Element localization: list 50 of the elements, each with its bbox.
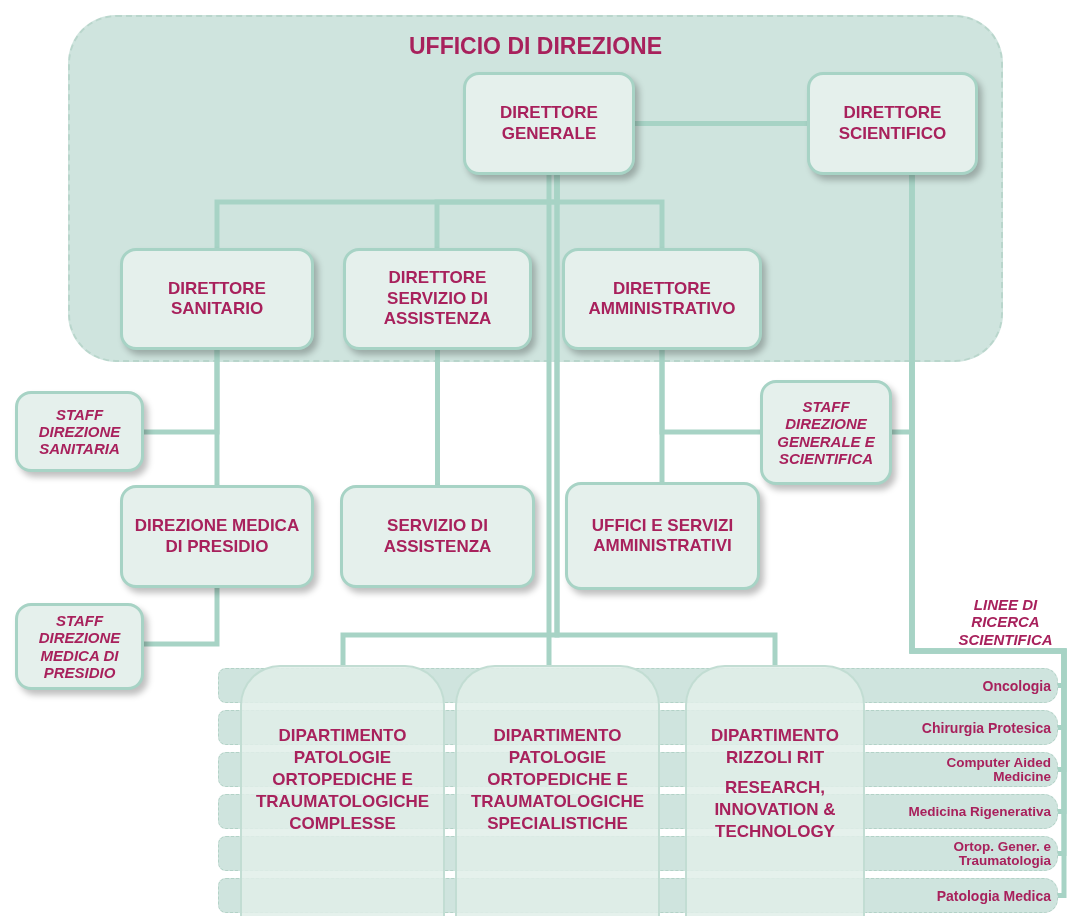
band-label: Chirurgia Protesica xyxy=(921,720,1051,735)
band-label: Computer Aided Medicine xyxy=(945,756,1051,783)
node-label: STAFF DIREZIONE SANITARIA xyxy=(37,405,122,458)
node-label: DIRETTORE SANITARIO xyxy=(167,278,267,320)
node-label: RESEARCH, INNOVATION & TECHNOLOGY xyxy=(713,777,837,844)
staff-box xyxy=(15,391,144,472)
research-line-band xyxy=(866,794,1058,829)
node-label: DIRETTORE AMMINISTRATIVO xyxy=(587,278,737,320)
connector-line xyxy=(546,175,552,665)
band-label: Medicina Rigenerativa xyxy=(908,804,1051,819)
node-label: DIPARTIMENTO RIZZOLI RIT xyxy=(710,725,840,770)
role-box xyxy=(562,248,762,350)
node-label: DIPARTIMENTO PATOLOGIE ORTOPEDICHE E TRAUMATOLOGICHE SPECIALISTICHE xyxy=(469,725,646,836)
department-panel xyxy=(685,665,865,916)
region-title: UFFICIO DI DIREZIONE xyxy=(409,33,662,60)
band-label: Ortop. Gener. e Traumatologia xyxy=(952,840,1051,867)
department-panel xyxy=(455,665,660,916)
node-label: DIREZIONE MEDICA DI PRESIDIO xyxy=(133,516,301,557)
band-label: Patologia Medica xyxy=(936,888,1051,903)
node-label: DIPARTIMENTO PATOLOGIE ORTOPEDICHE E TRAUMATOLOGICHE COMPLESSE xyxy=(254,725,431,836)
node-label: DIRETTORE SERVIZIO DI ASSISTENZA xyxy=(382,268,493,330)
role-box xyxy=(565,482,760,590)
role-box xyxy=(120,485,314,588)
staff-box xyxy=(15,603,144,690)
node-label: DIRETTORE SCIENTIFICO xyxy=(837,103,948,144)
node-label: STAFF DIREZIONE MEDICA DI PRESIDIO xyxy=(37,612,122,681)
connector-line xyxy=(435,350,440,485)
node-label: DIRETTORE GENERALE xyxy=(499,103,599,144)
research-line-band xyxy=(866,878,1058,913)
office-region xyxy=(68,15,1003,362)
research-line-band xyxy=(866,710,1058,745)
department-panel xyxy=(240,665,445,916)
node-label: STAFF DIREZIONE GENERALE E SCIENTIFICA xyxy=(776,398,876,467)
connector-line xyxy=(144,350,220,435)
research-line-band xyxy=(866,752,1058,787)
role-box xyxy=(340,485,535,588)
band-label: Oncologia xyxy=(982,678,1051,693)
role-box xyxy=(807,72,978,175)
connector-line xyxy=(635,121,807,126)
research-line-band xyxy=(866,668,1058,703)
node-label: UFFICI E SERVIZI AMMINISTRATIVI xyxy=(590,515,735,557)
connector-line xyxy=(144,588,220,647)
node-label: SERVIZIO DI ASSISTENZA xyxy=(382,516,493,557)
role-box xyxy=(463,72,635,175)
role-box xyxy=(120,248,314,350)
line-label: LINEE DI RICERCA SCIENTIFICA xyxy=(957,596,1054,648)
connector-line xyxy=(659,350,760,435)
staff-box xyxy=(760,380,892,485)
role-box xyxy=(343,248,532,350)
research-line-band xyxy=(866,836,1058,871)
